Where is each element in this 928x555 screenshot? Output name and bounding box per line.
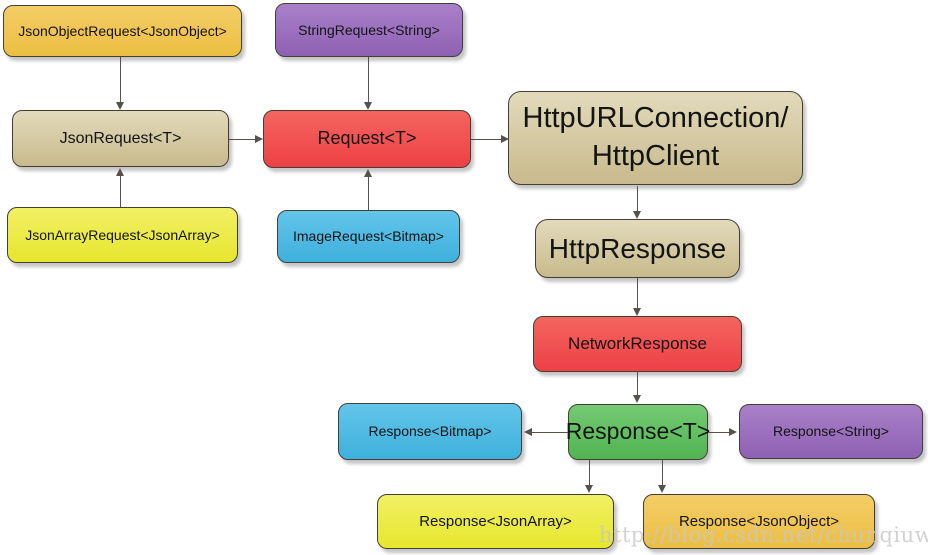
arrowhead-request-to-httpconnection	[501, 135, 509, 143]
arrow-line-responset-to-responsejsonobject	[662, 460, 663, 486]
arrowhead-jsonarrayrequest-to-jsonrequest	[116, 168, 124, 176]
arrow-line-responset-to-responsebitmap	[532, 432, 568, 433]
node-http-url-connection: HttpURLConnection/ HttpClient	[508, 91, 803, 185]
node-response-t: Response<T>	[566, 404, 710, 460]
node-response-string: Response<String>	[739, 404, 923, 459]
node-response-json-object: Response<JsonObject>	[643, 494, 875, 549]
arrow-line-httpresponse-to-networkresponse	[637, 278, 638, 309]
arrow-line-jsonarrayrequest-to-jsonrequest	[120, 176, 121, 207]
arrow-line-responset-to-responsejsonarray	[589, 460, 590, 486]
arrow-line-httpconnection-to-httpresponse	[637, 186, 638, 212]
node-json-request: JsonRequest<T>	[12, 110, 229, 167]
node-string-request: StringRequest<String>	[275, 3, 463, 57]
arrowhead-responset-to-responsejsonobject	[658, 485, 666, 493]
arrowhead-networkresponse-to-responset	[633, 395, 641, 403]
arrowhead-responset-to-responsejsonarray	[585, 485, 593, 493]
node-http-response: HttpResponse	[535, 219, 740, 278]
arrowhead-stringrequest-to-request	[364, 102, 372, 110]
arrowhead-jsonobjectrequest-to-jsonrequest	[116, 102, 124, 110]
node-response-bitmap: Response<Bitmap>	[338, 403, 522, 460]
arrow-line-request-to-httpconnection	[471, 139, 502, 140]
arrow-line-jsonrequest-to-request	[229, 139, 256, 140]
node-response-json-array: Response<JsonArray>	[377, 494, 614, 549]
node-request: Request<T>	[263, 110, 471, 168]
arrowhead-httpresponse-to-networkresponse	[633, 308, 641, 316]
arrow-line-imagerequest-to-request	[368, 177, 369, 210]
arrowhead-responset-to-responsestring	[729, 428, 737, 436]
arrowhead-imagerequest-to-request	[364, 169, 372, 177]
arrowhead-responset-to-responsebitmap	[524, 428, 532, 436]
arrow-line-networkresponse-to-responset	[637, 372, 638, 396]
watermark-text: http://blog.csdn.net/chunqiuwei	[599, 523, 928, 547]
node-image-request: ImageRequest<Bitmap>	[277, 210, 460, 263]
node-network-response: NetworkResponse	[533, 316, 742, 372]
arrow-line-jsonobjectrequest-to-jsonrequest	[120, 57, 121, 103]
arrow-line-responset-to-responsestring	[708, 432, 730, 433]
node-json-array-request: JsonArrayRequest<JsonArray>	[7, 207, 238, 263]
node-json-object-request: JsonObjectRequest<JsonObject>	[3, 5, 242, 57]
arrow-line-stringrequest-to-request	[368, 57, 369, 103]
arrowhead-jsonrequest-to-request	[255, 135, 263, 143]
arrowhead-httpconnection-to-httpresponse	[633, 211, 641, 219]
